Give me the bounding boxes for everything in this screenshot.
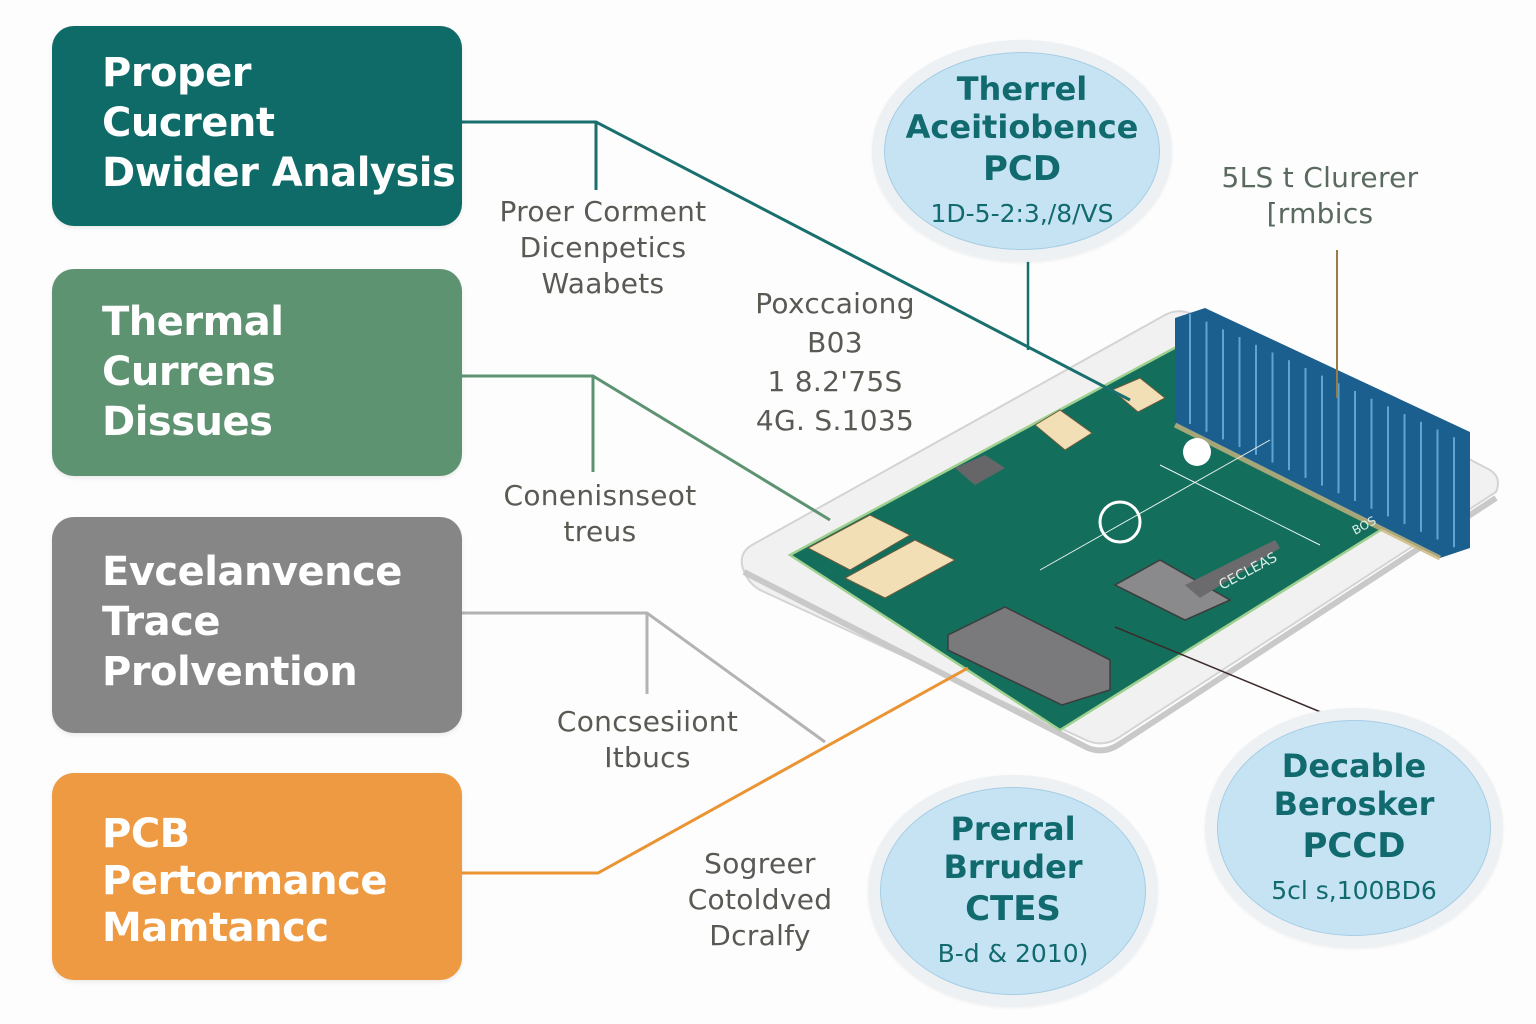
trace-2: [1159, 464, 1321, 546]
box-title-line: Mamtancc: [102, 905, 329, 951]
connector-orange: [462, 666, 969, 875]
box-title-line: Trace: [102, 599, 220, 645]
bubble-subtitle: 1D-5-2:3,/8/VS: [930, 199, 1114, 228]
logo-mark-2: [1183, 438, 1211, 466]
pcb-illustration: CECLEAS BOS: [740, 308, 1499, 754]
bubble-prerral-ctes[interactable]: Prerral Brruder CTES B-d & 2010): [868, 775, 1158, 1007]
bubble-subtitle: B-d & 2010): [937, 939, 1089, 968]
capacitor-1: [806, 514, 912, 571]
box-title-line: Currens: [102, 349, 276, 395]
bubble-title: Decable: [1281, 747, 1427, 785]
chip-medium-tab: [1185, 540, 1280, 598]
annotation-top-right: 5LS t Clurerer [rmbics: [1221, 161, 1419, 230]
connector-bottom-right-bubble: [1114, 626, 1341, 721]
bubble-title: Brruder: [943, 848, 1083, 886]
annotation-sogreer: Sogreer Cotoldved Dcralfy: [687, 847, 833, 952]
annotation-proper-corment: Proer Corment Dicenpetics Waabets: [499, 195, 707, 300]
bubble-inner: Decable Berosker PCCD 5cl s,100BD6: [1217, 720, 1491, 936]
box-title-line: Prolvention: [102, 649, 358, 695]
box-title-line: PCB: [102, 811, 190, 857]
box-title-line: Proper: [102, 50, 252, 96]
category-box-pcb-performance[interactable]: PCB Pertormance Mamtancc: [52, 773, 462, 980]
box-title-line: Dissues: [102, 399, 273, 445]
bubble-decable-pccd[interactable]: Decable Berosker PCCD 5cl s,100BD6: [1205, 708, 1503, 948]
category-box-thermal[interactable]: Thermal Currens Dissues: [52, 269, 462, 476]
box-title-line: Pertormance: [102, 858, 388, 904]
bubble-title: Therrel: [956, 70, 1088, 108]
box-title-line: Dwider Analysis: [102, 150, 456, 196]
chip-medium: [1113, 559, 1232, 621]
pad-2: [1111, 377, 1166, 413]
heatsink: [1173, 308, 1470, 561]
bubble-code: PCD: [982, 149, 1062, 189]
pad-1: [1034, 409, 1093, 451]
bubble-subtitle: 5cl s,100BD6: [1271, 876, 1437, 905]
annotation-conenisnseot: Conenisnseot treus: [503, 479, 697, 548]
bubble-title: Prerral: [950, 810, 1076, 848]
pcb-tray-edge: [742, 495, 1498, 754]
annotation-poxccaiong: Poxccaiong B03 1 8.2'75S 4G. S.1035: [755, 287, 915, 437]
annotation-concsesiiont: Concsesiiont Itbucs: [556, 705, 739, 774]
category-box-trace[interactable]: Evcelanvence Trace Prolvention: [52, 517, 462, 733]
box-title-line: Thermal: [102, 299, 284, 345]
box-title-line: Evcelanvence: [102, 549, 402, 595]
chip-small: [955, 455, 1005, 485]
bubble-inner: Therrel Aceitiobence PCD 1D-5-2:3,/8/VS: [884, 52, 1160, 250]
bubble-code: CTES: [965, 889, 1061, 929]
bubble-therrel-pcd[interactable]: Therrel Aceitiobence PCD 1D-5-2:3,/8/VS: [872, 40, 1172, 262]
category-box-proper-current[interactable]: Proper Cucrent Dwider Analysis: [52, 26, 462, 226]
capacitor-2: [843, 539, 957, 599]
box-title-line: Cucrent: [102, 100, 275, 146]
logo-mark-1: [1098, 500, 1142, 544]
bubble-title: Aceitiobence: [905, 108, 1139, 146]
bubble-title: Berosker: [1273, 785, 1435, 823]
bubble-code: PCCD: [1302, 826, 1406, 866]
trace-1: [1039, 439, 1271, 571]
chip-large: [947, 606, 1111, 706]
bubble-inner: Prerral Brruder CTES B-d & 2010): [880, 787, 1146, 995]
